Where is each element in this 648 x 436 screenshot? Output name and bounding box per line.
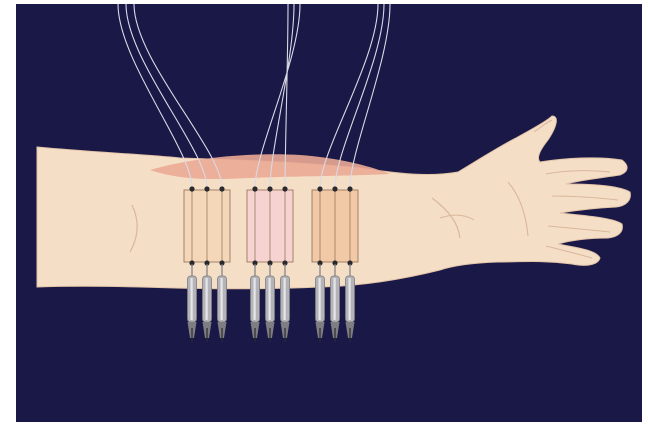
probe-highlight-2-2 (269, 278, 271, 320)
probe-highlight-3-1 (319, 278, 321, 320)
probe-highlight-1-2 (206, 278, 208, 320)
probe-highlight-2-3 (284, 278, 286, 320)
connector-top-2-3 (282, 186, 287, 191)
connector-top-2-1 (252, 186, 257, 191)
connector-top-1-3 (219, 186, 224, 191)
probe-highlight-1-1 (191, 278, 193, 320)
connector-top-3-1 (317, 186, 322, 191)
connector-top-1-2 (204, 186, 209, 191)
probe-highlight-3-3 (349, 278, 351, 320)
probe-highlight-3-2 (334, 278, 336, 320)
connector-top-3-2 (332, 186, 337, 191)
connector-top-3-3 (347, 186, 352, 191)
connector-top-1-1 (189, 186, 194, 191)
probe-highlight-2-1 (254, 278, 256, 320)
probe-highlight-1-3 (221, 278, 223, 320)
connector-top-2-2 (267, 186, 272, 191)
